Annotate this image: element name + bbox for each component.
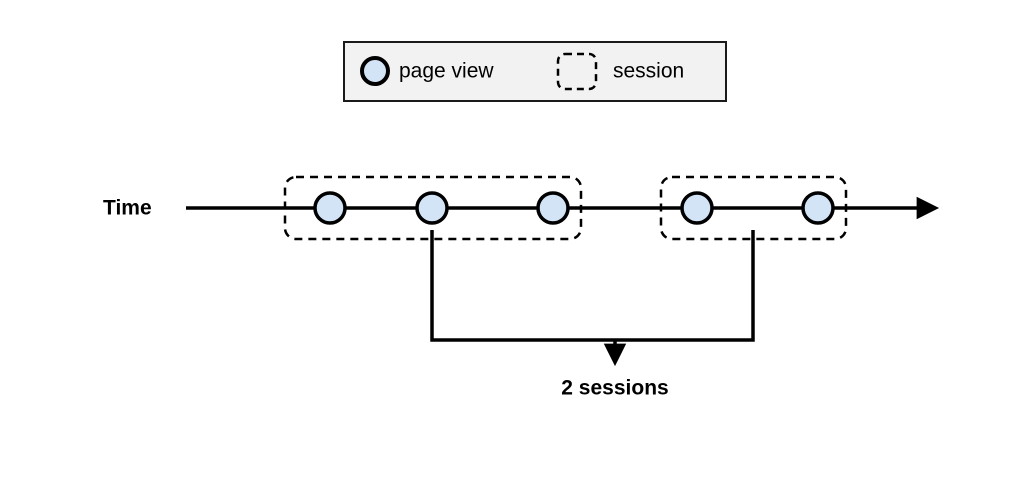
page-view-marker-4 <box>680 191 714 225</box>
session-box-2 <box>659 175 848 241</box>
annotation-label: 2 sessions <box>561 377 668 400</box>
time-axis-label: Time <box>103 197 152 220</box>
legend-container <box>343 41 727 102</box>
page-view-marker-3 <box>536 191 570 225</box>
session-count-annotation: 2 sessions <box>430 230 755 400</box>
page-view-marker-5 <box>801 191 835 225</box>
legend: page view session <box>343 41 727 102</box>
legend-label-page-view: page view <box>399 60 494 83</box>
timeline: Time <box>103 175 940 241</box>
dashed-square-icon <box>556 52 598 91</box>
page-view-marker-1 <box>313 191 347 225</box>
legend-item-session: session <box>556 52 684 91</box>
legend-item-page-view: page view <box>360 56 494 86</box>
page-view-marker-2 <box>415 191 449 225</box>
legend-label-session: session <box>613 60 684 83</box>
annotation-bracket <box>430 230 755 342</box>
circle-icon <box>360 56 390 86</box>
session-box-1 <box>283 175 583 241</box>
